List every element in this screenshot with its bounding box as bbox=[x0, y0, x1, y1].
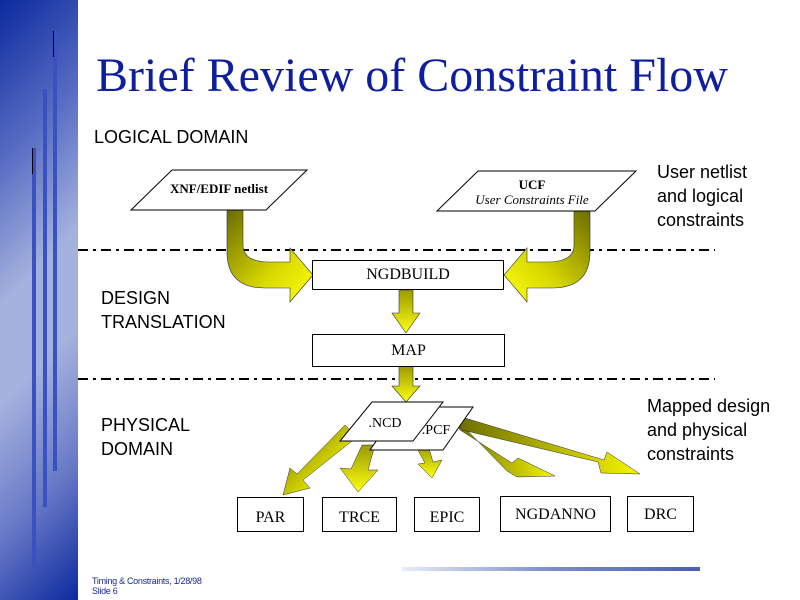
arrow-ucf-to-ngdbuild bbox=[503, 209, 591, 303]
arrow-map-to-ncd bbox=[391, 365, 421, 403]
arrow-to-ngdanno bbox=[454, 417, 556, 478]
ncd-file-label: .NCD bbox=[368, 416, 401, 431]
tool-box-par: PAR bbox=[237, 497, 304, 532]
logical-domain-label: LOGICAL DOMAIN bbox=[94, 127, 249, 147]
netlist-input-label: XNF/EDIF netlist bbox=[170, 181, 269, 196]
sidebar-bar bbox=[53, 31, 57, 471]
physical-note: Mapped design and physical constraints bbox=[647, 394, 770, 466]
tool-box-drc: DRC bbox=[627, 496, 694, 532]
ucf-input-subtitle: User Constraints File bbox=[475, 192, 589, 207]
netlist-input-shape bbox=[129, 169, 309, 211]
sidebar-bar-tick bbox=[32, 148, 33, 174]
ucf-input-title: UCF bbox=[519, 177, 546, 192]
arrow-to-par bbox=[282, 424, 358, 496]
sidebar-bar bbox=[43, 89, 47, 507]
physical-note-line: and physical bbox=[647, 420, 748, 440]
page-title: Brief Review of Constraint Flow bbox=[96, 49, 728, 102]
logical-note-line: and logical bbox=[657, 186, 744, 206]
physical-domain-line2: DOMAIN bbox=[101, 439, 173, 459]
sidebar-bar-tick bbox=[53, 31, 54, 57]
arrow-ngdbuild-to-map bbox=[391, 289, 421, 334]
logical-note-line: constraints bbox=[657, 210, 745, 230]
ucf-input-shape bbox=[435, 170, 638, 212]
design-translation-line1: DESIGN bbox=[101, 288, 171, 308]
arrow-to-trce bbox=[339, 444, 379, 493]
map-box: MAP bbox=[312, 334, 505, 367]
sidebar-bar bbox=[32, 148, 36, 570]
ngdbuild-box: NGDBUILD bbox=[312, 260, 504, 290]
tool-box-trce: TRCE bbox=[322, 497, 397, 532]
arrow-netlist-to-ngdbuild bbox=[226, 209, 314, 303]
physical-note-line: Mapped design bbox=[647, 396, 771, 416]
physical-note-line: constraints bbox=[647, 444, 735, 464]
arrow-to-drc bbox=[454, 414, 641, 475]
logical-note: User netlist and logical constraints bbox=[657, 160, 747, 232]
physical-domain-label: PHYSICAL DOMAIN bbox=[101, 413, 190, 461]
footer-line1: Timing & Constraints, 1/28/98 bbox=[92, 576, 202, 586]
physical-domain-line1: PHYSICAL bbox=[101, 415, 191, 435]
design-translation-label: DESIGN TRANSLATION bbox=[101, 286, 226, 334]
design-translation-line2: TRANSLATION bbox=[101, 312, 226, 332]
ncd-file-shape bbox=[338, 401, 445, 442]
footer-rule bbox=[402, 567, 700, 571]
tool-box-ngdanno: NGDANNO bbox=[500, 496, 611, 532]
pcf-file-label: .PCF bbox=[422, 423, 451, 438]
footer-line2: Slide 6 bbox=[92, 586, 118, 596]
tool-box-epic: EPIC bbox=[414, 497, 480, 532]
sidebar-decoration bbox=[0, 0, 78, 600]
logical-note-line: User netlist bbox=[657, 162, 748, 182]
footer: Timing & Constraints, 1/28/98 Slide 6 bbox=[92, 576, 202, 596]
